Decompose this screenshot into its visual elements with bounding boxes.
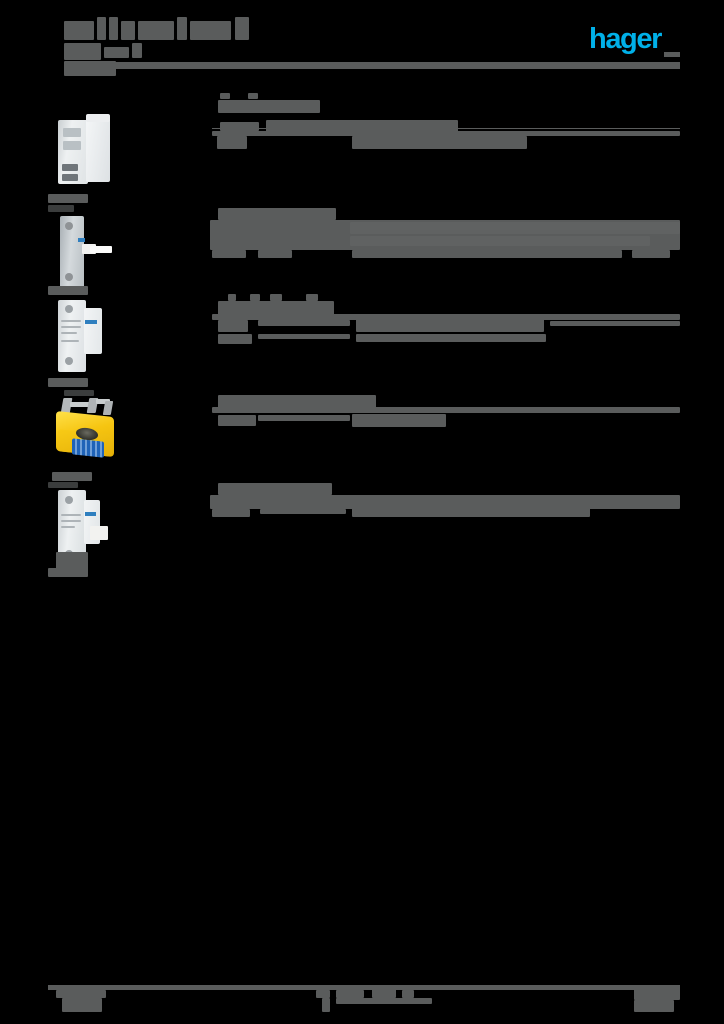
footer-left [56, 990, 106, 998]
product-caption-5 [48, 568, 88, 577]
product-caption-1 [48, 194, 88, 203]
product-image-2 [48, 216, 120, 288]
section-1-row-2-label [217, 136, 247, 149]
footer-right [634, 988, 680, 1000]
section-4-row-1-value [352, 414, 446, 427]
section-2-heading [218, 208, 336, 220]
footer-center [316, 990, 330, 998]
section-1-row-2-value [352, 136, 527, 149]
section-1-row-1-value [266, 120, 458, 132]
section-5-heading [218, 483, 332, 495]
section-3-row-1-value [356, 319, 544, 332]
product-caption-4 [52, 472, 92, 481]
footer-divider [48, 985, 680, 990]
section-3-heading [218, 301, 334, 315]
logo-wordmark: hager [589, 22, 662, 55]
product-caption-3 [48, 378, 88, 387]
section-4-row-1-label [218, 415, 256, 426]
section-1-heading [218, 100, 320, 113]
section-3-row-2-label [218, 334, 252, 344]
section-5-row-1-value [352, 507, 590, 517]
trademark-icon [664, 52, 680, 57]
product-image-4 [44, 392, 128, 472]
header-divider [64, 62, 680, 69]
product-image-3 [48, 300, 120, 378]
product-image-1 [48, 112, 120, 190]
section-1-row-1-label [220, 122, 259, 131]
section-4-heading [218, 395, 376, 408]
hager-logo: hager [572, 24, 678, 54]
section-5-row-1-label [212, 509, 250, 517]
product-caption-2 [48, 286, 88, 295]
section-3-row-1-label [218, 320, 248, 332]
stray-redaction-mark [56, 552, 88, 572]
section-3-row-2-value [356, 334, 546, 342]
